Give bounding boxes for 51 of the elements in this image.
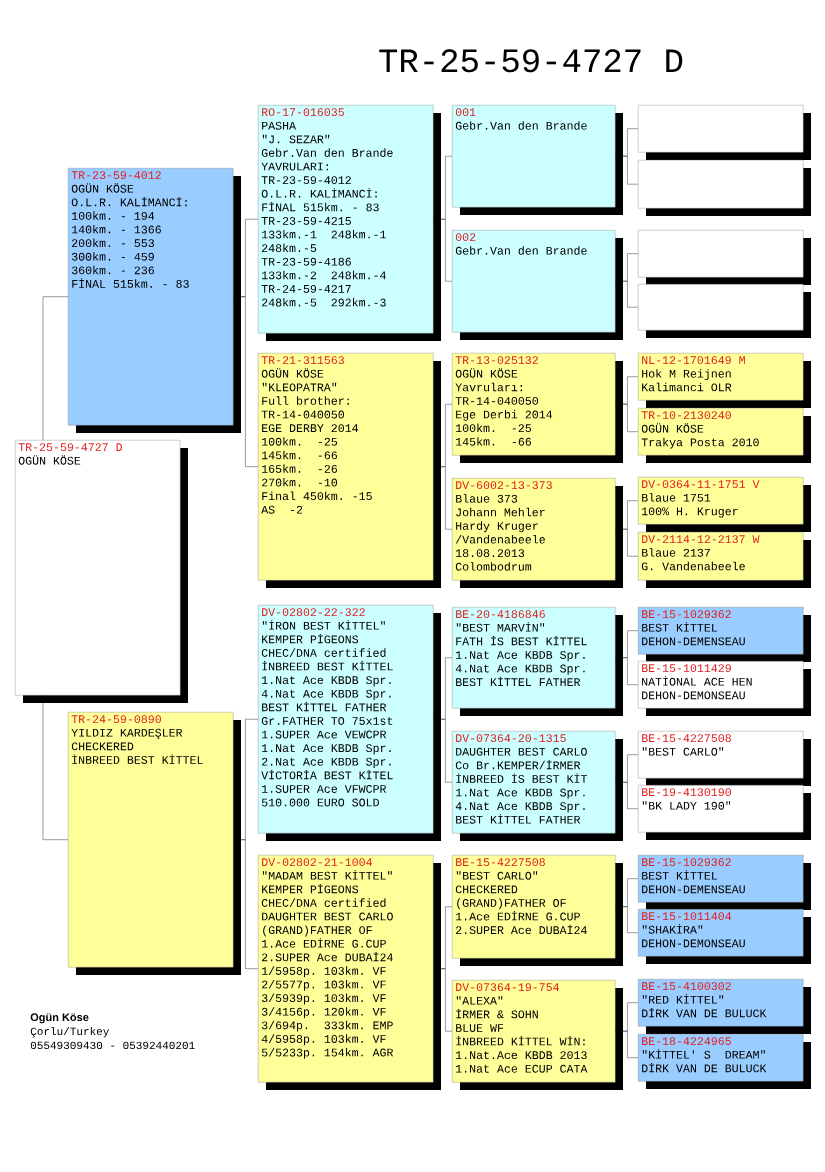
pedigree-line xyxy=(233,839,259,969)
pedigree-box: DV-07364-20-1315 DAUGHTER BEST CARLO Co Br.KEMPER/İRMER İNBREED İS BEST KİT 1.Nat Ace KBDB Spr. 4.Nat Ace KBDB Spr. BEST KİTTEL FATHER xyxy=(452,731,623,841)
pedigree-line xyxy=(615,782,639,809)
pedigree-box: BE-18-4224965 "KİTTEL' S DREAM" DİRK VAN DE BULUCK xyxy=(638,1034,811,1089)
pedigree-box: TR-21-311563 OGÜN KÖSE "KLEOPATRA" Full brother: TR-14-040050 EGE DERBY 2014 100km. -25 145km. -66 165km. -26 270km. -10 Final 450km. -15 AS -2 xyxy=(258,353,441,588)
empty-box xyxy=(638,284,811,338)
pedigree-line xyxy=(615,657,639,685)
pedigree-box: DV-6002-13-373 Blaue 373 Johann Mehler Hardy Kruger /Vandenabeele 18.08.2013 Colombodrum xyxy=(452,478,623,588)
pedigree-line xyxy=(433,968,453,1032)
pedigree-box: DV-2114-12-2137 W Blaue 2137 G. Vandenabeele xyxy=(638,532,811,588)
pedigree-box: BE-15-1011404 "SHAKİRA" DEHON-DEMONSEAU xyxy=(638,909,811,964)
pedigree-line xyxy=(615,281,639,308)
pedigree-box: 002 Gebr.Van den Brande xyxy=(452,230,623,340)
contact-text: Çorlu/Turkey xyxy=(30,1027,110,1038)
pedigree-box: DV-07364-19-754 "ALEXA" İRMER & SOHN BLUE WF İNBREED KİTTEL WİN: 1.Nat.Ace KBDB 2013 1.Nat Ace ECUP CATA xyxy=(452,980,623,1090)
pedigree-line xyxy=(615,906,639,933)
pedigree-box: BE-19-4130190 "BK LADY 190" xyxy=(638,785,811,840)
pedigree-line xyxy=(615,529,639,557)
pedigree-line xyxy=(615,1031,639,1058)
pedigree-box: NL-12-1701649 M Hok M Reijnen Kalimanci OLR xyxy=(638,353,811,408)
pedigree-box: BE-15-4100302 "RED KİTTEL" DİRK VAN DE BULUCK xyxy=(638,979,811,1034)
breeder-name: Ogün Köse xyxy=(30,1013,89,1024)
pedigree-line xyxy=(433,719,453,783)
pedigree-line xyxy=(615,404,639,432)
pedigree-line xyxy=(433,466,453,530)
pedigree-box: TR-13-025132 OGÜN KÖSE Yavruları: TR-14-040050 Ege Derbi 2014 100km. -25 145km. -66 xyxy=(452,353,623,463)
empty-box xyxy=(638,105,811,160)
pedigree-box: 001 Gebr.Van den Brande xyxy=(452,105,623,215)
empty-box xyxy=(638,230,811,285)
pedigree-box: BE-15-4227508 "BEST CARLO" CHECKERED (GRAND)FATHER OF 1.Ace EDİRNE G.CUP 2.SUPER Ace DUBAİ24 xyxy=(452,855,623,966)
pedigree-box: TR-23-59-4012 OGÜN KÖSE O.L.R. KALİMANCİ: 100km. - 194 140km. - 1366 200km. - 553 300km. - 459 360km. - 236 FİNAL 515km. - 83 xyxy=(68,168,241,433)
pedigree-line xyxy=(433,219,453,282)
empty-box xyxy=(638,160,811,216)
pedigree-line xyxy=(42,695,69,840)
pedigree-line xyxy=(233,296,259,467)
pedigree-box: TR-25-59-4727 D OGÜN KÖSE xyxy=(15,440,188,703)
pedigree-box: BE-20-4186846 "BEST MARVİN" FATH İS BEST KİTTEL 1.Nat Ace KBDB Spr. 4.Nat Ace KBDB Spr. BEST KİTTEL FATHER xyxy=(452,607,623,716)
pedigree-box: DV-0364-11-1751 V Blaue 1751 100% H. Kruger xyxy=(638,477,811,532)
pedigree-box: RO-17-016035 PASHA "J. SEZAR" Gebr.Van den Brande YAVRULARI: TR-23-59-4012 O.L.R. KALİMANCİ: FİNAL 515km. - 83 TR-23-59-4215 133km.-1 248km.-1 248km.-5 TR-23-59-4186 133km.-2 248km.-4 TR-24-59-4217 248km.-5 292km.-3 xyxy=(258,105,441,341)
pedigree-box: BE-15-4227508 "BEST CARLO" xyxy=(638,731,811,786)
pedigree-box: TR-24-59-0890 YILDIZ KARDEŞLER CHECKERED İNBREED BEST KİTTEL xyxy=(68,712,241,975)
title: TR-25-59-4727 D xyxy=(379,49,683,73)
pedigree-box: DV-02802-21-1004 "MADAM BEST KİTTEL" KEMPER PİGEONS CHEC/DNA certified DAUGHTER BEST CARLO (GRAND)FATHER OF 1.Ace EDİRNE G.CUP 2.SUPER Ace DUBAİ24 1/5958p. 103km. VF 2/5577p. 103km. VF 3/5939p. 103km. VF 3/4156p. 120km. VF 3/694p. 333km. EMP 4/5958p. 103km. VF 5/5233p. 154km. AGR xyxy=(258,855,441,1090)
pedigree-line xyxy=(615,156,639,185)
pedigree-box: BE-15-1029362 BEST KİTTEL DEHON-DEMENSEAU xyxy=(638,607,811,662)
contact-text: 05549309430 - 05392440201 xyxy=(30,1041,195,1050)
pedigree-box: TR-10-2130240 OGÜN KÖSE Trakya Posta 2010 xyxy=(638,408,811,463)
pedigree-box: BE-15-1029362 BEST KİTTEL DEHON-DEMENSEAU xyxy=(638,855,811,910)
pedigree-line xyxy=(42,296,69,441)
pedigree-box: DV-02802-22-322 "İRON BEST KİTTEL" KEMPER PİGEONS CHEC/DNA certified İNBREED BEST KİTTEL 1.Nat Ace KBDB Spr. 4.Nat Ace KBDB Spr. BEST KİTTEL FATHER Gr.FATHER TO 75x1st 1.SUPER Ace VEWCPR 1.Nat Ace KBDB Spr. 2.Nat Ace KBDB Spr. VİCTORİA BEST KİTEL 1.SUPER Ace VFWCPR 510.000 EURO SOLD xyxy=(258,605,441,841)
pedigree-box: BE-15-1011429 NATİONAL ACE HEN DEHON-DEMONSEAU xyxy=(638,661,811,716)
